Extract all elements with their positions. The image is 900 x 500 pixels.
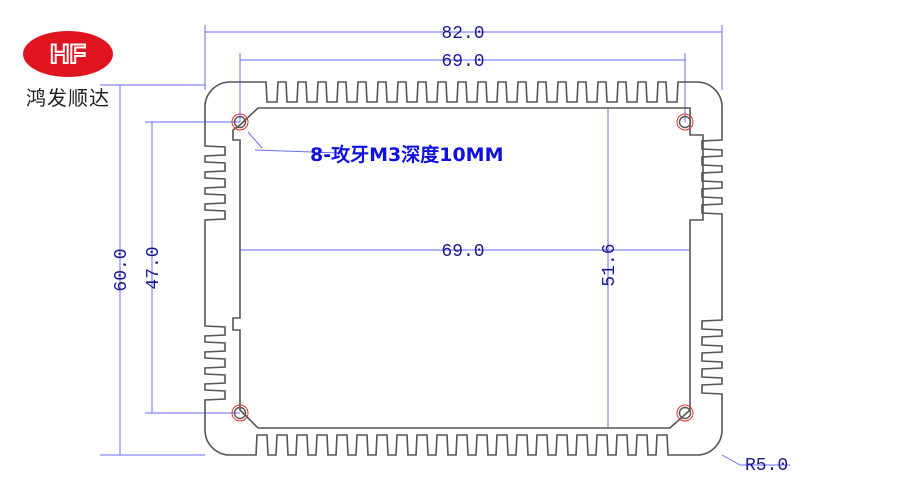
- dimension-line: [247, 131, 263, 149]
- dim-overall-width: 82.0: [441, 24, 484, 44]
- m3-hole-ring: [231, 113, 249, 131]
- brand-name: 鸿发顺达: [26, 86, 110, 110]
- dim-inner-height: 51.6: [600, 243, 620, 286]
- m3-hole: [678, 406, 692, 420]
- dimension-line: [254, 149, 341, 154]
- m3-hole: [678, 115, 692, 129]
- m3-hole-ring: [676, 113, 694, 131]
- dim-hole-spacing: 47.0: [144, 246, 164, 289]
- dim-middle-width: 69.0: [441, 242, 484, 262]
- thread-note: 8-攻牙M3深度10MM: [310, 143, 504, 166]
- m3-hole: [233, 406, 247, 420]
- dim-corner-radius: R5.0: [745, 456, 788, 476]
- dimension-line: [721, 454, 741, 466]
- svg-text:HF: HF: [50, 39, 86, 69]
- m3-hole-ring: [231, 404, 249, 422]
- dim-overall-height: 60.0: [112, 248, 132, 291]
- inner-cavity: [232, 107, 704, 429]
- m3-hole: [233, 115, 247, 129]
- dim-top-inner-width: 69.0: [441, 52, 484, 72]
- heatsink-profile: [204, 81, 723, 456]
- m3-hole-ring: [676, 404, 694, 422]
- hf-logo: HF: [23, 31, 113, 77]
